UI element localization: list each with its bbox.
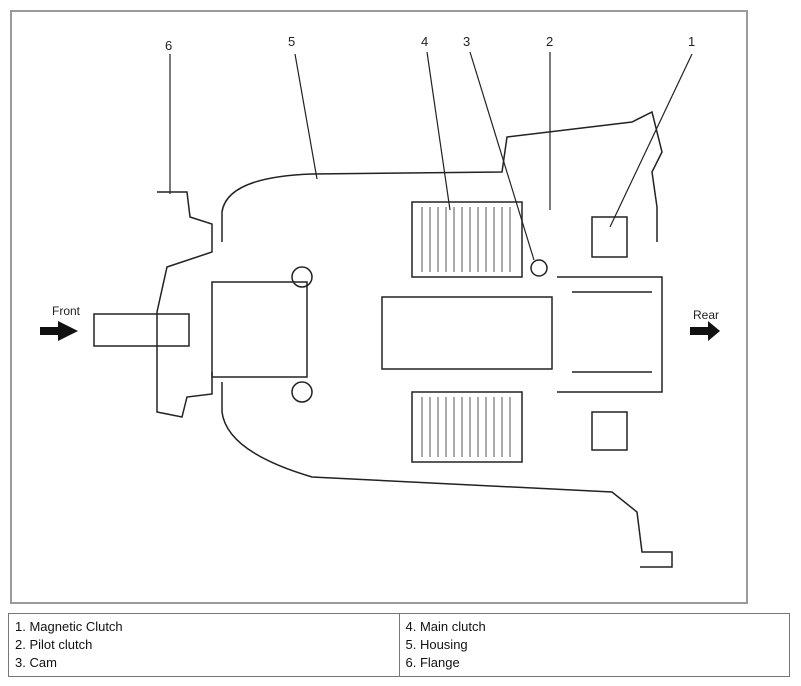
coupling-cross-section	[40, 51, 720, 568]
leader-1	[609, 53, 693, 228]
rear-arrow	[690, 321, 720, 341]
legend-table: 1. Magnetic Clutch 2. Pilot clutch 3. Ca…	[8, 613, 790, 677]
cam-ball	[530, 259, 548, 277]
bearing-upper	[291, 266, 313, 288]
housing-outline-upper	[221, 110, 663, 242]
rear-label: Rear	[693, 308, 720, 322]
legend-item-1: 1. Magnetic Clutch	[15, 619, 123, 634]
callout-4: 4	[421, 34, 429, 49]
legend-item-2: 2. Pilot clutch	[15, 637, 93, 652]
legend-item-4: 4. Main clutch	[405, 619, 486, 634]
legend-item-3: 3. Cam	[15, 655, 57, 670]
input-shaft	[93, 313, 190, 347]
clutch-plates-lower	[421, 397, 511, 457]
leader-3	[469, 51, 535, 261]
diagram-frame: 1 2 3 4 5 6 Front Rear	[10, 10, 748, 604]
callout-2: 2	[546, 34, 554, 49]
front-arrow	[40, 321, 78, 341]
rear-section	[557, 276, 663, 393]
shaft-core	[211, 281, 308, 378]
leader-4	[426, 51, 451, 211]
clutch-plates-upper	[421, 207, 511, 272]
legend-item-5: 5. Housing	[405, 637, 468, 652]
callout-5: 5	[288, 34, 296, 49]
central-hub	[381, 296, 553, 370]
legend-column-left: 1. Magnetic Clutch 2. Pilot clutch 3. Ca…	[8, 613, 400, 677]
legend-item-6: 6. Flange	[405, 655, 460, 670]
rear-inner-lines	[572, 291, 652, 373]
callout-6: 6	[165, 38, 173, 53]
main-clutch-pack-upper	[411, 201, 523, 278]
legend-column-right: 4. Main clutch 5. Housing 6. Flange	[398, 613, 790, 677]
callout-1: 1	[688, 34, 696, 49]
housing-outline-lower	[221, 382, 673, 568]
front-label: Front	[52, 304, 81, 318]
leader-5	[294, 53, 318, 180]
bearing-lower	[291, 381, 313, 403]
main-clutch-pack-lower	[411, 391, 523, 463]
magnetic-clutch-lower	[591, 411, 628, 451]
flange-body	[156, 191, 213, 418]
callout-3: 3	[463, 34, 471, 49]
magnetic-clutch-upper	[591, 216, 628, 258]
